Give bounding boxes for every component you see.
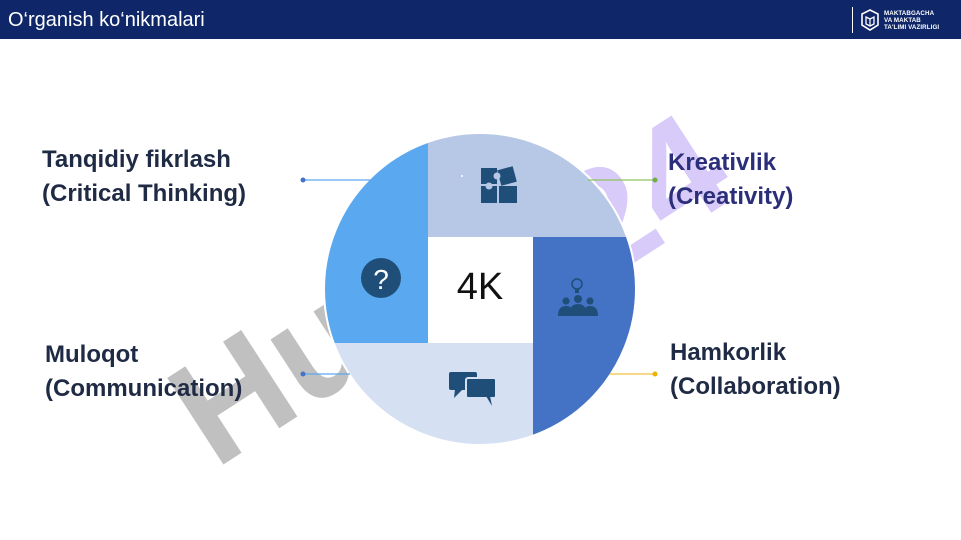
chat-icon [449,372,497,406]
center-label: 4K [456,266,504,308]
logo-divider [852,7,853,33]
book-emblem-icon [861,9,879,31]
logo-line-3: TA'LIMI VAZIRLIGI [884,24,940,31]
skill-english: (Communication) [45,375,243,402]
skill-communication: Muloqot (Communication) [45,338,242,406]
skill-critical-thinking: Tanqidiy fikrlash (Critical Thinking) [42,143,246,211]
quadrant-collaboration [533,237,636,445]
logo-line-1: MAKTABGACHA [884,10,935,17]
header-bar: O‘rganish ko‘nikmalari MAKTABGACHA VA MA… [0,0,961,39]
skill-english: (Critical Thinking) [42,180,246,207]
quadrant-communication [324,343,533,445]
skill-english: (Collaboration) [670,373,841,400]
ministry-logo: MAKTABGACHA VA MAKTAB TA'LIMI VAZIRLIGI [852,6,952,34]
team-icon [558,278,598,316]
skill-name: Muloqot [45,341,139,368]
connector-critical-thinking [300,177,370,183]
puzzle-icon [461,166,517,203]
center-square [428,237,533,343]
logo-text: MAKTABGACHA VA MAKTAB TA'LIMI VAZIRLIGI [884,10,939,31]
skill-name: Kreativlik [668,149,777,176]
skill-name: Tanqidiy fikrlash [42,146,231,173]
skill-creativity: Kreativlik (Creativity) [668,146,793,214]
page-title: O‘rganish ko‘nikmalari [8,9,205,31]
logo-line-2: VA MAKTAB [884,17,921,24]
connector-creativity [588,177,658,183]
quadrant-critical-thinking [324,133,428,343]
skill-name: Hamkorlik [670,339,787,366]
svg-text:?: ? [373,264,389,295]
quadrant-creativity [428,133,636,237]
connector-collaboration [610,371,658,377]
skill-english: (Creativity) [668,183,794,210]
connector-communication [300,371,350,377]
skill-collaboration: Hamkorlik (Collaboration) [670,336,841,404]
question-icon: ? [361,258,401,298]
